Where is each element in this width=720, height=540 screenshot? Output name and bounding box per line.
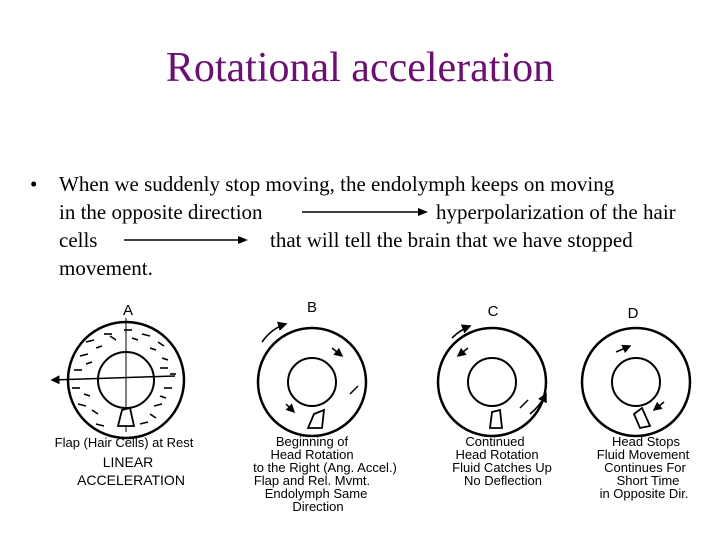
cupula-flap <box>116 406 136 427</box>
caption-b-line-3: to the Right (Ang. Accel.) <box>253 460 397 475</box>
caption-b-line-4: Flap and Rel. Mvmt. <box>254 473 370 488</box>
caption-b-line-5: Endolymph Same <box>265 486 368 501</box>
caption-c-line-2: Head Rotation <box>455 447 538 462</box>
subcaption-a-line-1: LINEAR <box>103 454 154 470</box>
bullet-line-3a: cells <box>59 228 98 252</box>
subcaption-a-line-2: ACCELERATION <box>77 472 185 488</box>
bullet-line-2a: in the opposite direction <box>59 200 263 224</box>
caption-d-line-1: Head Stops <box>612 434 680 449</box>
caption-c-line-4: No Deflection <box>464 473 542 488</box>
canal-outer-ring <box>580 326 692 438</box>
bullet-line-4: movement. <box>59 256 153 280</box>
canal-outer-ring <box>256 326 368 438</box>
arrow-right-icon <box>124 236 248 244</box>
arrow-right-icon <box>302 208 428 216</box>
fluid-arrow <box>615 344 632 354</box>
panel-letter-c: C <box>488 303 499 320</box>
fluid-arrow <box>652 401 665 411</box>
linear-motion-arrow <box>50 375 176 385</box>
panel-a: A <box>50 302 186 440</box>
bullet-marker: • <box>30 172 38 196</box>
cupula-flap <box>306 408 326 429</box>
panel-c: C <box>436 303 548 438</box>
caption-b-line-2: Head Rotation <box>270 447 353 462</box>
canal-diagram: A Flap (Hair Cells) at Rest LINEAR ACCEL… <box>50 299 692 514</box>
caption-a-line-1: Flap (Hair Cells) at Rest <box>55 435 194 450</box>
endolymph-stipple <box>72 329 176 427</box>
bullet-line-1: When we suddenly stop moving, the endoly… <box>59 172 615 196</box>
caption-b-line-1: Beginning of <box>276 434 349 449</box>
caption-d-line-4: Short Time <box>617 473 680 488</box>
fluid-arrow <box>456 347 469 357</box>
panel-letter-a: A <box>123 302 133 319</box>
cupula-flap <box>632 406 652 430</box>
caption-b-line-6: Direction <box>292 499 343 514</box>
rotation-arrow <box>451 324 472 339</box>
fluid-arrow <box>519 399 529 409</box>
bullet-line-2b: hyperpolarization of the hair <box>436 200 676 224</box>
fluid-arrow <box>349 385 359 395</box>
slide-title: Rotational acceleration <box>165 45 555 91</box>
panel-b: B <box>256 299 368 438</box>
caption-c-line-1: Continued <box>465 434 524 449</box>
panel-letter-d: D <box>628 305 639 322</box>
fluid-arrow <box>331 347 344 357</box>
canal-inner-ring <box>287 357 337 407</box>
cupula-flap <box>488 408 504 429</box>
bullet-line-3b: that will tell the brain that we have st… <box>270 228 633 252</box>
panel-d: D <box>580 305 692 438</box>
panel-letter-b: B <box>307 299 317 316</box>
caption-d-line-2: Fluid Movement <box>597 447 690 462</box>
canal-inner-ring <box>467 357 517 407</box>
caption-d-line-3: Continues For <box>604 460 686 475</box>
canal-inner-ring <box>611 357 661 407</box>
rotation-arrow <box>529 392 547 415</box>
caption-c-line-3: Fluid Catches Up <box>452 460 552 475</box>
caption-d-line-5: in Opposite Dir. <box>600 486 689 501</box>
fluid-arrow <box>285 403 296 414</box>
canal-outer-ring <box>436 326 548 438</box>
rotation-arrow <box>261 321 288 343</box>
